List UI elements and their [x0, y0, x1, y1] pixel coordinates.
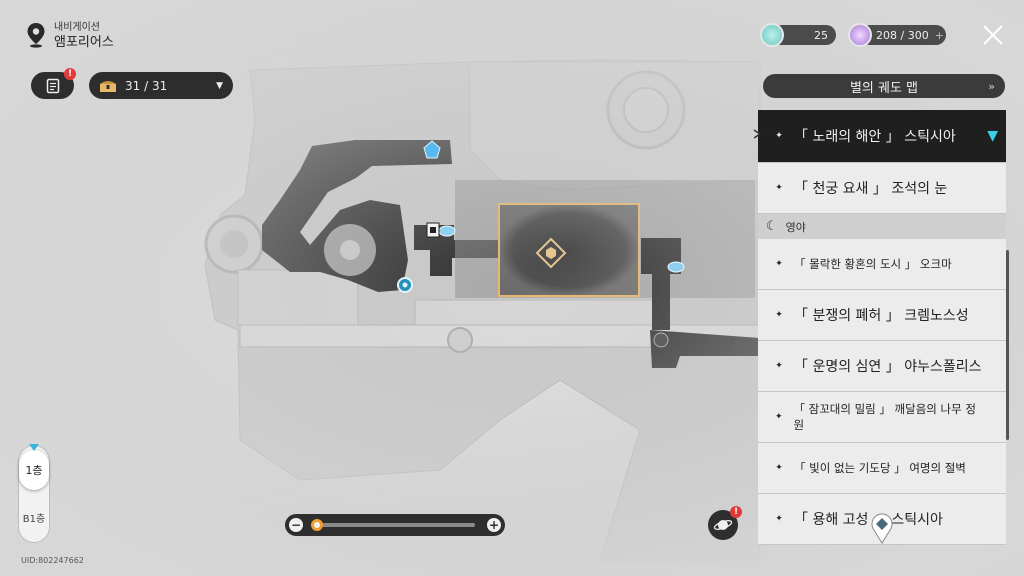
fuel-counter: 25: [772, 25, 836, 45]
current-arrow-icon: [753, 129, 762, 139]
header-subtitle: 내비게이션: [54, 22, 100, 33]
mission-alert-badge: !: [64, 68, 76, 80]
treasure-chest-icon: [100, 80, 116, 92]
list-item[interactable]: ✦ 「 몰락한 황혼의 도시 」 오크마: [758, 239, 1006, 290]
floor-option[interactable]: B1층: [22, 514, 46, 525]
chevron-right-icon: »: [988, 79, 995, 93]
section-header: ☾ 영야: [758, 214, 1006, 239]
planet-alert-badge: !: [730, 506, 742, 518]
list-item[interactable]: ✦ 「 운명의 심연 」 야누스폴리스: [758, 341, 1006, 392]
mission-list-button[interactable]: !: [31, 68, 76, 99]
trailblaze-power-icon: [848, 23, 872, 47]
user-id: UID:802247662: [21, 556, 84, 565]
location-label: 「 몰락한 황혼의 도시 」 오크마: [794, 257, 952, 271]
star-icon: ✦: [775, 514, 783, 524]
close-icon[interactable]: [980, 22, 1006, 48]
zoom-track[interactable]: [313, 523, 475, 527]
list-scrollbar[interactable]: [1006, 250, 1009, 440]
section-label: 영야: [785, 220, 806, 234]
power-value: 208 / 300: [876, 28, 929, 42]
list-item-selected[interactable]: ✦ 「 노래의 해안 」 스틱시아 ▼: [758, 110, 1006, 163]
list-item[interactable]: ✦ 「 분쟁의 폐허 」 크렘노스성: [758, 290, 1006, 341]
star-icon: ✦: [774, 412, 783, 422]
star-icon: ✦: [775, 310, 783, 320]
location-pin-icon: [871, 513, 893, 544]
floor-option-active[interactable]: 1층: [19, 450, 49, 490]
panel-title: 별의 궤도 맵: [849, 80, 919, 96]
map-pin-icon: [27, 23, 45, 48]
star-icon: ✦: [775, 361, 783, 371]
teleport-icon[interactable]: [423, 140, 441, 159]
add-power-button[interactable]: +: [934, 28, 944, 42]
page-title: 앰포리어스: [54, 34, 114, 50]
location-label: 「 잠꼬대의 밀림 」 깨달음의 나무 정원: [793, 402, 976, 432]
zoom-slider[interactable]: − +: [285, 514, 505, 536]
treasure-chest-counter[interactable]: 31 / 31 ▼: [89, 72, 233, 99]
zoom-thumb[interactable]: [311, 519, 323, 531]
location-list[interactable]: ✦ 「 노래의 해안 」 스틱시아 ▼ ✦ 「 천궁 요새 」 조석의 눈 ☾ …: [758, 110, 1006, 546]
player-marker-icon: [397, 277, 413, 293]
navigation-header: 내비게이션 앰포리어스: [26, 22, 114, 51]
list-item[interactable]: ✦ 「 빛이 없는 기도당 」 여명의 절벽: [758, 443, 1006, 494]
chevron-down-icon: ▼: [987, 128, 998, 144]
star-icon: ✦: [775, 463, 783, 473]
star-rail-map-button[interactable]: 별의 궤도 맵 »: [763, 74, 1005, 98]
star-icon: ✦: [775, 259, 783, 269]
location-label: 「 용해 고성 」 스틱시아: [794, 512, 943, 528]
current-floor-indicator-icon: [29, 444, 39, 451]
shop-icon[interactable]: [426, 222, 440, 238]
fuel-icon: [760, 23, 784, 47]
planet-button[interactable]: !: [708, 506, 742, 540]
floor-selector[interactable]: 1층 B1층: [19, 444, 49, 542]
dropdown-caret-icon: ▼: [216, 80, 223, 91]
chest-count: 31 / 31: [125, 78, 168, 93]
star-icon: ✦: [775, 131, 783, 141]
zoom-in-button[interactable]: +: [487, 518, 501, 532]
teleport-icon[interactable]: [667, 261, 685, 273]
location-label: 「 빛이 없는 기도당 」 여명의 절벽: [794, 461, 966, 475]
mission-list-icon: [46, 78, 59, 93]
zoom-out-button[interactable]: −: [289, 518, 303, 532]
location-label: 「 노래의 해안 」 스틱시아: [794, 129, 956, 145]
location-label: 「 천궁 요새 」 조석의 눈: [794, 181, 948, 197]
trailblaze-power-counter[interactable]: 208 / 300 +: [860, 25, 946, 45]
list-item[interactable]: ✦ 「 잠꼬대의 밀림 」 깨달음의 나무 정원: [758, 392, 1006, 443]
fuel-value: 25: [814, 28, 828, 42]
crescent-moon-icon: ☾: [766, 219, 778, 234]
location-label: 「 분쟁의 폐허 」 크렘노스성: [794, 308, 969, 324]
floor-label-active: 1층: [25, 464, 43, 477]
teleport-icon[interactable]: [438, 225, 456, 237]
list-item[interactable]: ✦ 「 천궁 요새 」 조석의 눈: [758, 163, 1006, 214]
planet-icon: [713, 520, 733, 530]
location-label: 「 운명의 심연 」 야누스폴리스: [794, 359, 982, 375]
star-icon: ✦: [775, 183, 783, 193]
